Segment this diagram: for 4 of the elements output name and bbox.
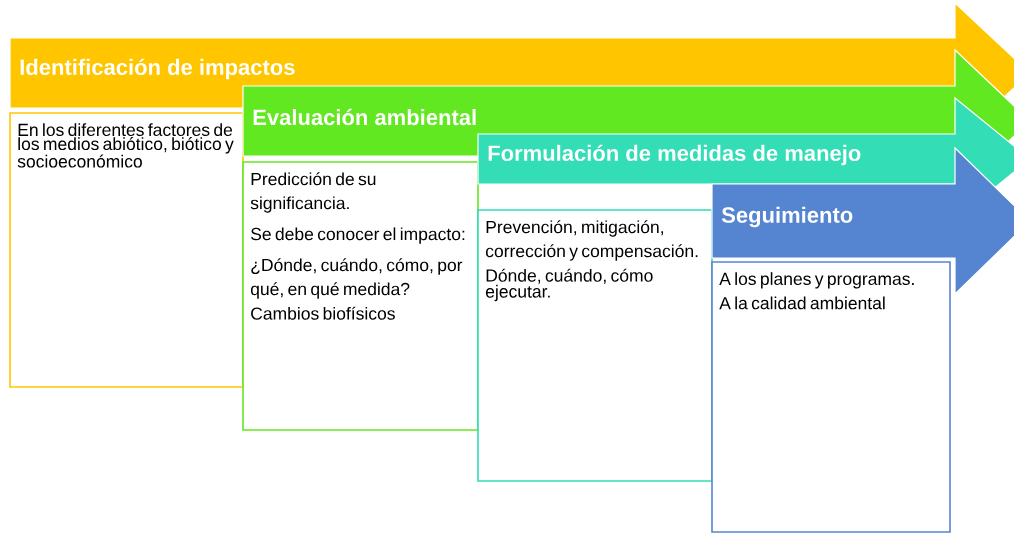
- text-box: A los planes y programas. A la calidad ambiental: [711, 261, 951, 533]
- text-box: Predicción de su significancia. Se debe conocer el impacto: ¿Dónde, cuándo, cómo, por qué, en qué medida? Cambios biofísicos: [242, 161, 479, 431]
- text-box: Prevención, mitigación, corrección y compensación. Dónde, cuándo, cómo ejecutar.: [477, 209, 713, 482]
- text-box: En los diferentes factores de los medios abiótico, biótico y socioeconómico: [9, 112, 244, 388]
